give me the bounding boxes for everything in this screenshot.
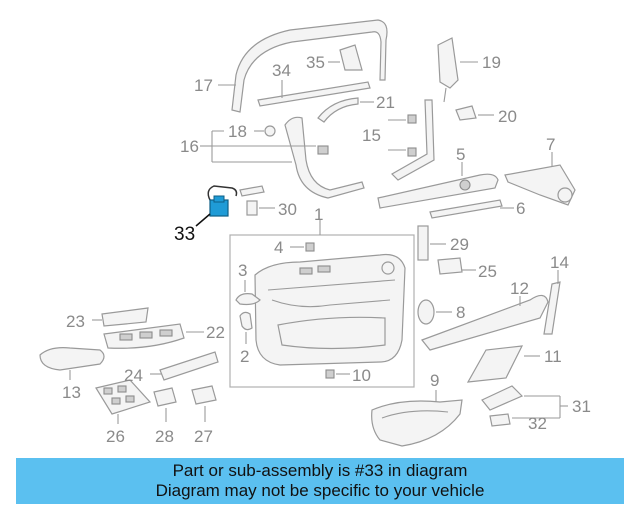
part-31-bracket (481, 385, 524, 411)
callout-6: 6 (516, 199, 525, 218)
callout-21: 21 (376, 93, 395, 112)
part-1-door-panel (229, 234, 415, 388)
callout-2: 2 (240, 347, 249, 366)
part-19-mirror-bracket (437, 37, 459, 89)
part-33-switch-highlighted (207, 185, 238, 217)
parts-diagram: 1 2 3 4 5 6 7 8 9 10 11 12 13 14 15 16 1… (39, 19, 591, 447)
part-30-handle-bracket (239, 185, 265, 197)
callout-17: 17 (194, 76, 213, 95)
callout-16: 16 (180, 137, 199, 156)
part-25-switch (437, 257, 463, 275)
callout-24: 24 (124, 366, 143, 385)
part-16-inner-frame (284, 116, 365, 199)
part-3-handle (235, 293, 261, 306)
banner-line-part: Part or sub-assembly is #33 in diagram (172, 461, 468, 480)
callout-27: 27 (194, 427, 213, 446)
part-27-button (191, 385, 217, 405)
banner-line-disclaimer: Diagram may not be specific to your vehi… (155, 481, 485, 500)
callout-35: 35 (306, 53, 325, 72)
part-29-vertical-strip (417, 225, 429, 261)
callout-19: 19 (482, 53, 501, 72)
part-15-frame-section (391, 99, 435, 181)
callout-5: 5 (456, 145, 465, 164)
part-11-panel (466, 345, 524, 383)
callout-9: 9 (430, 371, 439, 390)
callout-23: 23 (66, 312, 85, 331)
part-6-trim-strip (429, 199, 503, 219)
part-4-clip (305, 242, 315, 252)
callout-14: 14 (550, 253, 569, 272)
callout-1: 1 (314, 205, 323, 224)
callout-13: 13 (62, 383, 81, 402)
callout-18: 18 (228, 122, 247, 141)
part-32-clip (489, 413, 511, 427)
callout-4: 4 (274, 238, 283, 257)
part-2-knob (239, 311, 253, 331)
callout-7: 7 (546, 135, 555, 154)
part-18-grommet (264, 125, 276, 137)
callout-33-highlighted: 33 (174, 224, 195, 245)
part-23-trim-piece (101, 307, 149, 327)
part-21-arc-trim (317, 97, 359, 123)
callout-30: 30 (278, 200, 297, 219)
part-12-armrest (421, 294, 549, 351)
callout-34: 34 (272, 61, 291, 80)
part-8-speaker-grille (417, 299, 435, 325)
part-9-door-pocket (371, 399, 463, 447)
part-34-belt-molding (257, 81, 371, 107)
part-13-pull-handle (39, 347, 105, 371)
part-17-window-frame (231, 19, 388, 113)
callout-20: 20 (498, 107, 517, 126)
part-28-button (153, 387, 177, 407)
part-35-corner-trim (339, 44, 363, 71)
info-banner: Part or sub-assembly is #33 in diagram D… (16, 458, 624, 504)
callout-28: 28 (155, 427, 174, 446)
callout-10: 10 (352, 366, 371, 385)
callout-29: 29 (450, 235, 469, 254)
part-24-trim-strip (159, 351, 219, 381)
callout-15: 15 (362, 126, 381, 145)
callout-25: 25 (478, 262, 497, 281)
callout-26: 26 (106, 427, 125, 446)
callout-22: 22 (206, 323, 225, 342)
callout-8: 8 (456, 303, 465, 322)
callout-31: 31 (572, 397, 591, 416)
callout-11: 11 (544, 347, 562, 366)
part-20-clip (455, 105, 477, 121)
callout-3: 3 (238, 261, 247, 280)
part-14-vertical-trim (543, 281, 561, 335)
part-26-switch-block (95, 379, 152, 415)
callout-12: 12 (510, 279, 529, 298)
part-10-plug (325, 369, 335, 379)
callout-32: 32 (528, 414, 547, 433)
